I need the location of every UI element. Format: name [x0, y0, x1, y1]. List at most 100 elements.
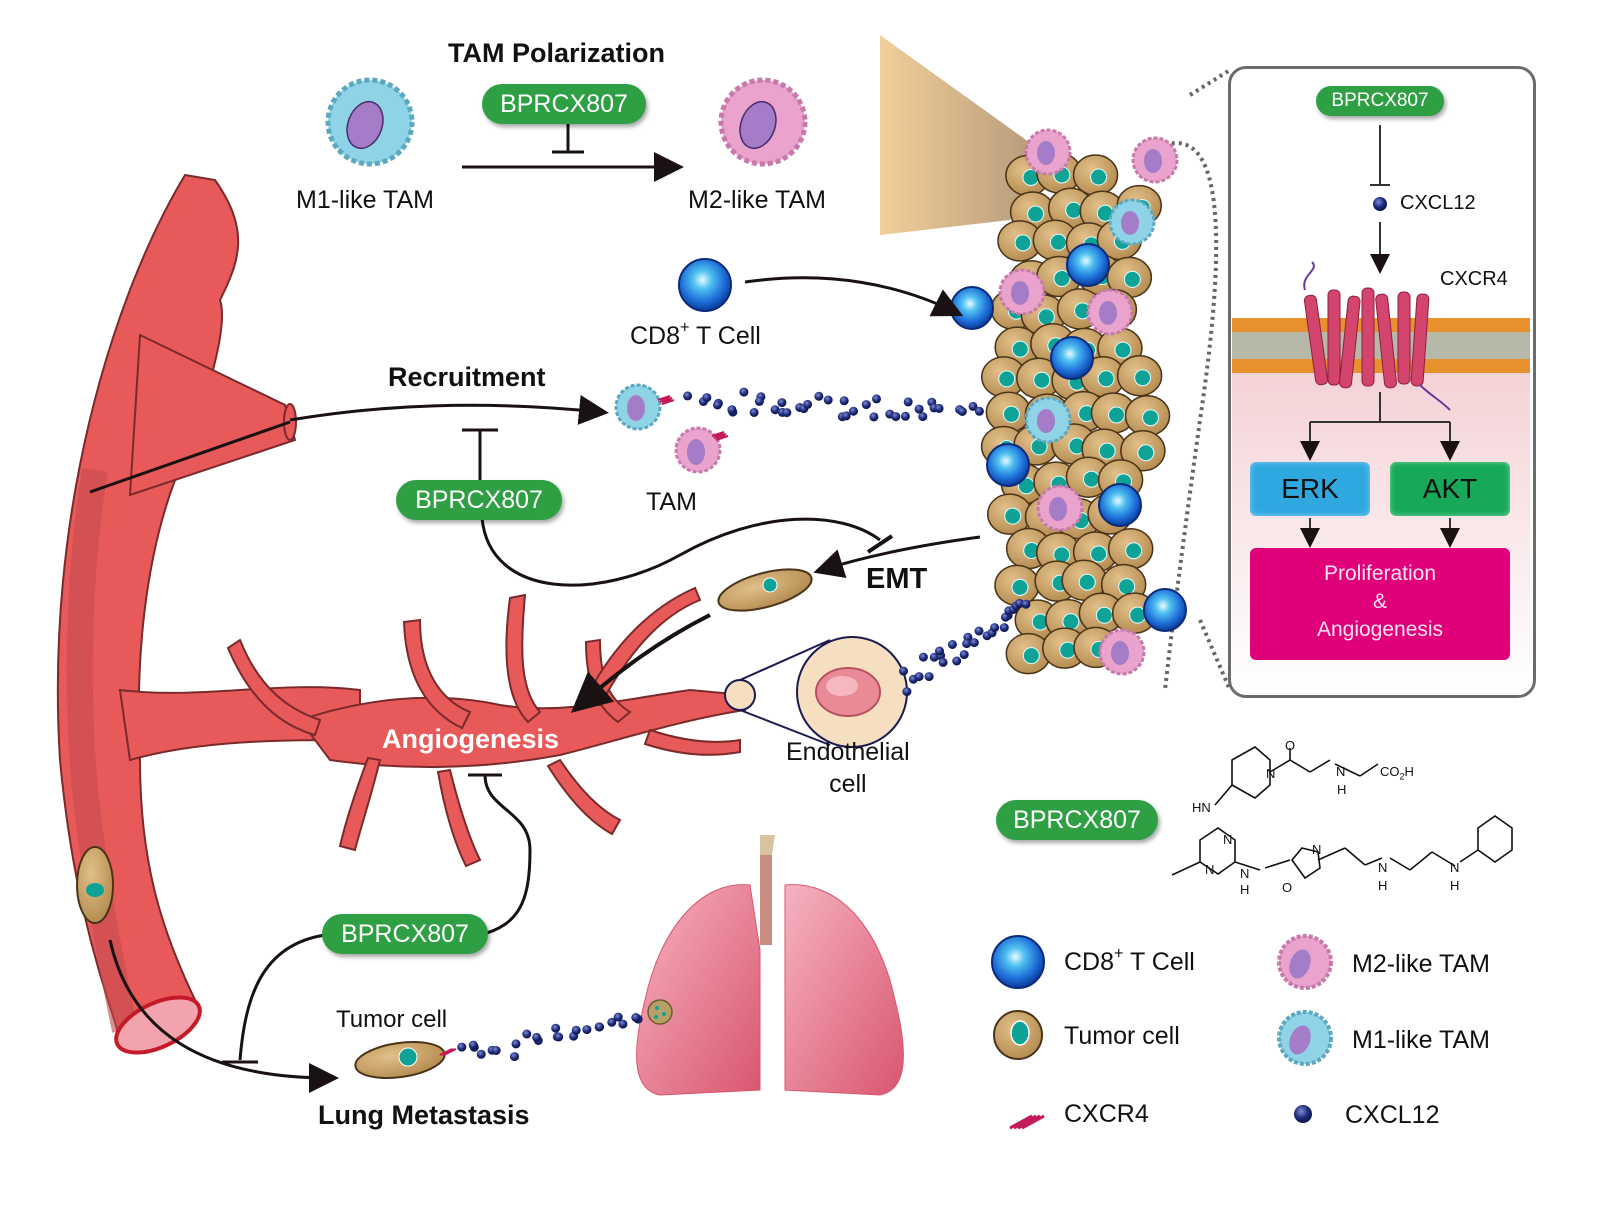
zoom-line-bottom: [1198, 619, 1232, 691]
cxcl12-molecule: [914, 672, 924, 682]
tumor-cell-nucleus: [1027, 205, 1045, 223]
structure-atom-label: N: [1223, 832, 1233, 847]
blood-vessel: [56, 173, 361, 1055]
erk-box: ERK: [1250, 462, 1370, 516]
cxcl12-molecule: [839, 396, 849, 406]
cxcr4-icon: [1009, 1114, 1045, 1130]
legend-icons: [991, 934, 1333, 1130]
cxcl12-molecule: [803, 399, 813, 409]
tumor-cell-nucleus: [1114, 341, 1132, 359]
cxcl12-molecule: [872, 394, 881, 404]
endothelial-label-line-1: Endothelial: [786, 738, 910, 766]
cxcl12-molecule: [974, 626, 984, 636]
tumor-cell-nucleus: [1097, 370, 1115, 388]
tumor-cell-nucleus: [1011, 578, 1029, 596]
tumor-cell-nucleus: [1062, 613, 1080, 631]
structure-atom-label: O: [1285, 738, 1296, 753]
cxcl12-molecule: [959, 650, 969, 660]
erk-label: ERK: [1281, 473, 1339, 504]
outcome-line-2: &: [1372, 590, 1387, 613]
tumor-infiltrating-t-cell: [1143, 588, 1187, 632]
tumor-infiltrating-t-cell: [1050, 336, 1094, 380]
macrophage-nucleus: [1037, 141, 1055, 165]
structure-atom-label: N: [1266, 766, 1276, 781]
m1-tam-cell: [325, 77, 415, 167]
cxcl12-molecule: [457, 1042, 467, 1052]
cxcl12-molecule: [491, 1046, 501, 1055]
cxcl12-molecule: [924, 672, 934, 682]
cd8-t-cell-label: CD8+ T Cell: [630, 318, 761, 351]
cxcl12-molecule: [777, 398, 787, 408]
cxcl12-molecule: [902, 687, 912, 697]
tumor-infiltrating-t-cell: [986, 443, 1030, 487]
cxcl12-molecule: [468, 1040, 478, 1050]
tumor-cell-nucleus: [1123, 270, 1141, 288]
tumor-infiltrating-t-cell: [1066, 243, 1110, 287]
m2-tam-cell: [718, 77, 808, 167]
m2-tam-label: M2-like TAM: [688, 186, 826, 214]
compound-badge: BPRCX807: [996, 800, 1158, 840]
tumor-cell-nucleus: [1142, 409, 1160, 427]
angiogenesis-inhibit-curve: [479, 774, 532, 937]
cxcl12-molecule: [1021, 599, 1031, 609]
tumor-cell-nucleus: [1125, 542, 1143, 560]
tumor-cell-nucleus: [998, 370, 1016, 388]
cd8-infiltration-arrow: [744, 276, 964, 317]
emt-label: EMT: [866, 563, 928, 595]
tumor-cell-nucleus: [1078, 573, 1096, 591]
tumor-infiltrating-t-cell: [950, 286, 994, 330]
tumor-cell-label: Tumor cell: [336, 1006, 448, 1033]
cd8-sup: +: [680, 318, 690, 337]
cxcl12-molecule: [510, 1052, 519, 1062]
legend-cd8-sup: +: [1114, 944, 1124, 963]
polarization-drug-badge: BPRCX807: [482, 84, 646, 124]
cxcl12-molecule: [551, 1023, 561, 1033]
cxcl12-molecule: [969, 638, 979, 648]
cxcl12-molecule: [702, 393, 712, 403]
endothelial-cell-zoom: [724, 636, 908, 748]
cxcl12-molecule: [952, 656, 962, 666]
tumor-cell-nucleus: [1004, 507, 1022, 525]
akt-label: AKT: [1422, 473, 1478, 504]
akt-box: AKT: [1390, 462, 1510, 516]
macrophage-nucleus: [1111, 641, 1129, 665]
cd8-suffix: T Cell: [689, 322, 761, 350]
tumor-cell-nucleus: [1090, 545, 1108, 563]
structure-atom-label: CO2H: [1380, 764, 1414, 782]
tumor-cell-nucleus: [1011, 340, 1029, 358]
cxcl12-icon: [1294, 1105, 1312, 1123]
legend-cd8-label: CD8+ T Cell: [1064, 944, 1195, 977]
m1-tam-label: M1-like TAM: [296, 186, 434, 214]
cxcl12-molecule: [782, 408, 792, 418]
structure-atom-label: N: [1336, 764, 1346, 779]
cxcl12-molecule: [869, 412, 879, 422]
legend-cd8-text: CD8: [1064, 948, 1115, 976]
legend-cxcr4-label: CXCR4: [1064, 1100, 1149, 1128]
cxcl12-molecule: [749, 408, 759, 417]
structure-atom-label: HN: [1192, 800, 1211, 815]
cxcl12-molecule: [914, 404, 924, 414]
cxcl12-molecule: [683, 391, 693, 401]
structure-atom-label: N: [1205, 862, 1215, 877]
structure-atom-label: H: [1337, 782, 1347, 797]
cxcl12-molecule: [962, 639, 972, 649]
cxcl12-molecule: [631, 1013, 641, 1022]
cxcl12-molecule: [957, 407, 967, 416]
lungs: [636, 835, 904, 1096]
cxcl12-dot-clouds: [457, 387, 1031, 1062]
cxcl12-molecule: [999, 623, 1009, 633]
cxcl12-molecule: [595, 1022, 605, 1032]
tumor-cell-nucleus: [1108, 406, 1126, 424]
metastasis-arrow: [108, 939, 339, 1093]
cxcr4-receptor-tumor: [439, 1048, 457, 1056]
legend-cxcl12-label: CXCL12: [1345, 1101, 1440, 1129]
cxcl12-molecule: [814, 391, 824, 401]
structure-atom-label: N: [1378, 860, 1388, 875]
macrophage-nucleus: [1121, 211, 1139, 235]
legend-m2-tam-label: M2-like TAM: [1352, 950, 1490, 978]
cxcr4-label: CXCR4: [1440, 268, 1508, 290]
angiogenesis-drug-badge: BPRCX807: [322, 914, 488, 954]
emt-arrow: [813, 535, 981, 579]
angiogenesis-label: Angiogenesis: [382, 724, 560, 754]
emt-inhibit-curve: [480, 517, 881, 587]
